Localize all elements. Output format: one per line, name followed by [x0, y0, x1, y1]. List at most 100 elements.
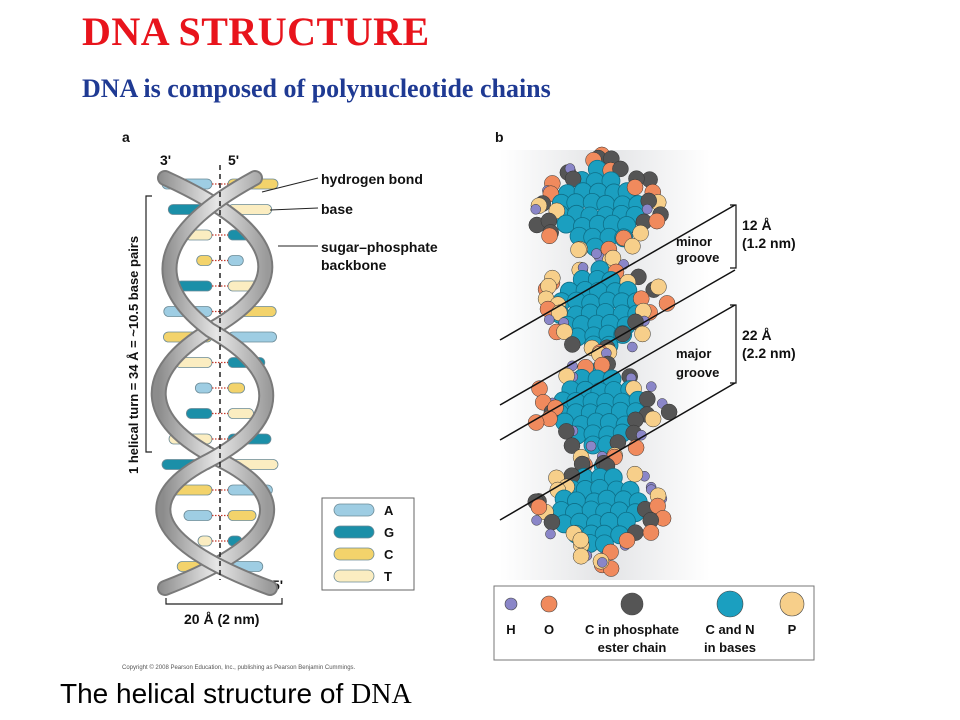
slide-subtitle: DNA is composed of polynucleotide chains — [82, 74, 551, 103]
atom-o — [530, 498, 548, 516]
atom-h — [543, 314, 555, 325]
turn-bracket — [145, 195, 152, 453]
panel-b-label: b — [495, 129, 504, 145]
atom-legend-label-c-phosphate: C in phosphate — [585, 622, 679, 637]
atom-o — [541, 227, 558, 245]
caption-dna-word: DNA — [351, 679, 412, 710]
callout-line-hbond — [261, 177, 319, 193]
base — [227, 255, 244, 266]
atom-h — [646, 381, 657, 392]
panel-a: a 3' 5' 3' 5' hydrogen bond base sugar–p… — [122, 129, 438, 627]
base — [194, 382, 213, 394]
helical-turn-label: 1 helical turn = 34 Å = ~10.5 base pairs — [126, 236, 141, 474]
minor-groove-name-line1: minor — [676, 234, 712, 249]
base-legend-swatch-c — [333, 547, 375, 561]
groove-line-1 — [499, 204, 736, 341]
base — [183, 510, 213, 521]
atom-p — [572, 547, 590, 565]
minor-groove-name-line2: groove — [676, 250, 719, 265]
slide-title: DNA STRUCTURE — [82, 9, 430, 54]
groove-line-2 — [499, 269, 736, 406]
panel-b: b minor groove 12 Å (1.2 nm) major groov… — [493, 129, 815, 661]
space-filling-model — [527, 146, 678, 577]
base-pair — [185, 408, 255, 419]
atom-o — [627, 439, 645, 456]
base — [185, 408, 213, 419]
atom-o — [527, 414, 545, 431]
atom-legend-swatch-c-phosphate — [620, 592, 644, 616]
atom-h — [627, 341, 638, 353]
atom-c-phosphate — [543, 513, 561, 531]
base-pair — [194, 382, 246, 394]
atom-p — [570, 241, 587, 258]
copyright-text: Copyright © 2008 Pearson Education, Inc.… — [122, 664, 356, 671]
major-groove-name-line1: major — [676, 346, 711, 361]
atom-h — [545, 528, 556, 540]
groove-line-3 — [499, 304, 736, 441]
bottom-right-end-label: 5' — [272, 577, 283, 593]
atom-c-phosphate — [612, 160, 629, 178]
groove-line-4 — [499, 382, 736, 521]
atom-p — [650, 278, 667, 296]
atom-legend-label2-c-n: in bases — [704, 640, 756, 655]
major-groove-nm: (2.2 nm) — [742, 345, 796, 361]
atom-p — [626, 465, 644, 483]
callout-backbone-line1: sugar–phosphate — [321, 239, 438, 255]
callout-base: base — [321, 201, 353, 217]
atom-legend-swatch-h — [504, 597, 518, 611]
atom-p — [624, 237, 641, 255]
atom-c-phosphate — [563, 437, 581, 454]
base-legend-letter-c: C — [384, 547, 394, 562]
caption-text: The helical structure of — [60, 678, 352, 709]
backbone-strand-2 — [157, 172, 276, 594]
atom-c-phosphate — [558, 423, 575, 440]
atom-p — [632, 224, 649, 242]
atom-h — [596, 557, 608, 568]
base — [196, 255, 213, 266]
atom-h — [530, 204, 541, 215]
major-groove-bracket — [730, 304, 737, 384]
base — [227, 382, 246, 394]
atom-c-phosphate — [564, 336, 581, 353]
callout-line-base — [269, 207, 319, 211]
width-bracket — [165, 598, 283, 605]
backbone-strand-1 — [152, 172, 274, 594]
top-right-end-label: 5' — [228, 152, 239, 168]
atom-legend-label-o: O — [544, 622, 554, 637]
top-left-end-label: 3' — [160, 152, 171, 168]
base — [197, 535, 213, 547]
atom-legend-label2-c-phosphate: ester chain — [598, 640, 667, 655]
minor-groove-nm: (1.2 nm) — [742, 235, 796, 251]
callout-hydrogen-bond: hydrogen bond — [321, 171, 423, 187]
minor-groove-bracket — [730, 204, 737, 269]
atom-o — [626, 179, 644, 196]
base-pair — [196, 255, 244, 266]
atom-c-phosphate — [660, 403, 678, 421]
base-legend-letter-t: T — [384, 569, 392, 584]
atom-p — [572, 531, 590, 549]
width-label: 20 Å (2 nm) — [184, 611, 259, 627]
atom-legend-swatch-c-n — [716, 590, 744, 618]
minor-groove-size: 12 Å — [742, 217, 772, 233]
base-legend-swatch-g — [333, 525, 375, 539]
atom-h — [642, 203, 653, 215]
atom-h — [585, 440, 597, 452]
slide-caption: The helical structure of DNA — [60, 678, 412, 711]
atom-o — [618, 532, 636, 549]
atom-h — [531, 515, 542, 526]
atom-legend-swatch-o — [540, 595, 558, 613]
atom-p — [634, 325, 651, 343]
atom-o — [648, 212, 666, 230]
atom-legend-label-h: H — [506, 622, 515, 637]
atom-legend-swatch-p — [779, 591, 805, 617]
base-pair — [183, 510, 257, 521]
major-groove-size: 22 Å — [742, 327, 772, 343]
major-groove-name-line2: groove — [676, 365, 719, 380]
base-legend-swatch-a — [333, 503, 375, 517]
atom-legend-label-p: P — [788, 622, 797, 637]
base — [227, 510, 257, 521]
atom-h — [591, 248, 602, 259]
base-legend-letter-a: A — [384, 503, 394, 518]
